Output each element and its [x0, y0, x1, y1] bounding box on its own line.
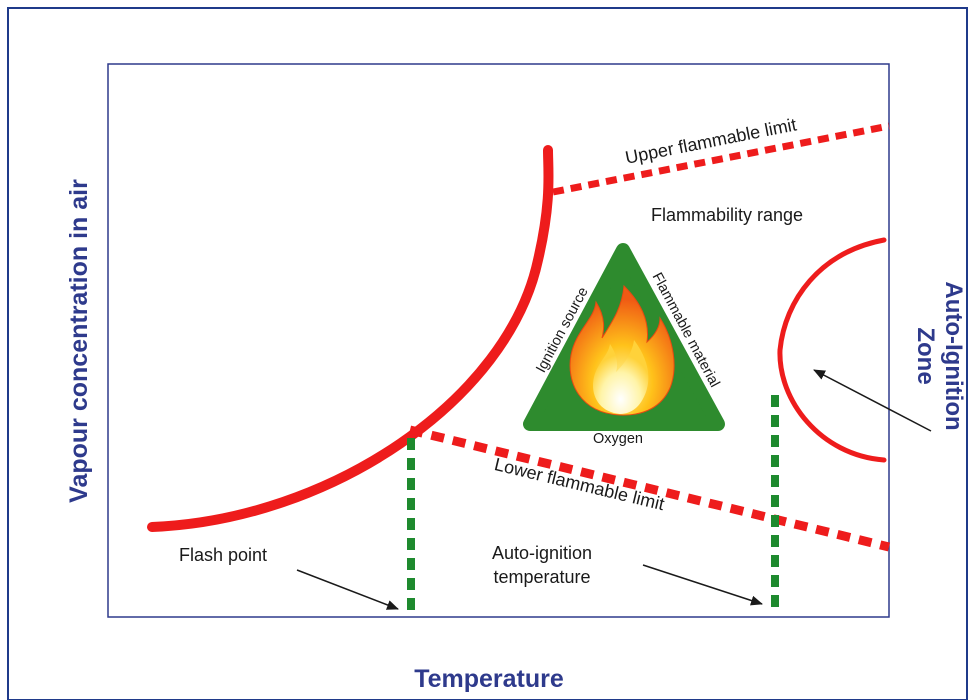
- auto-ignition-zone-arrow: [813, 369, 932, 432]
- auto-ignition-zone-label-line2: Zone: [912, 327, 939, 384]
- flash-point-curve: [147, 145, 554, 532]
- auto-ignition-curve: [777, 237, 887, 463]
- flame-icon: [569, 284, 675, 416]
- auto-ignition-temperature-label-line2: temperature: [493, 567, 590, 587]
- y-axis-label: Vapour concentration in air: [65, 179, 93, 503]
- upper-flammable-limit-line: [552, 122, 890, 196]
- flash-point-arrow: [296, 569, 399, 610]
- fire-triangle: Ignition source Flammable material Oxyge…: [523, 243, 725, 447]
- auto-ignition-temperature-label-line1: Auto-ignition: [492, 543, 592, 563]
- x-axis-label: Temperature: [414, 665, 564, 693]
- flammability-range-label: Flammability range: [651, 205, 803, 225]
- lower-flammable-limit-line: [408, 425, 891, 552]
- auto-ignition-zone-label-line1: Auto-Ignition: [940, 281, 967, 430]
- triangle-label-oxygen: Oxygen: [593, 431, 643, 447]
- auto-ignition-temperature-arrow: [642, 564, 763, 606]
- flash-point-label: Flash point: [179, 545, 267, 565]
- outer-frame: [7, 7, 968, 700]
